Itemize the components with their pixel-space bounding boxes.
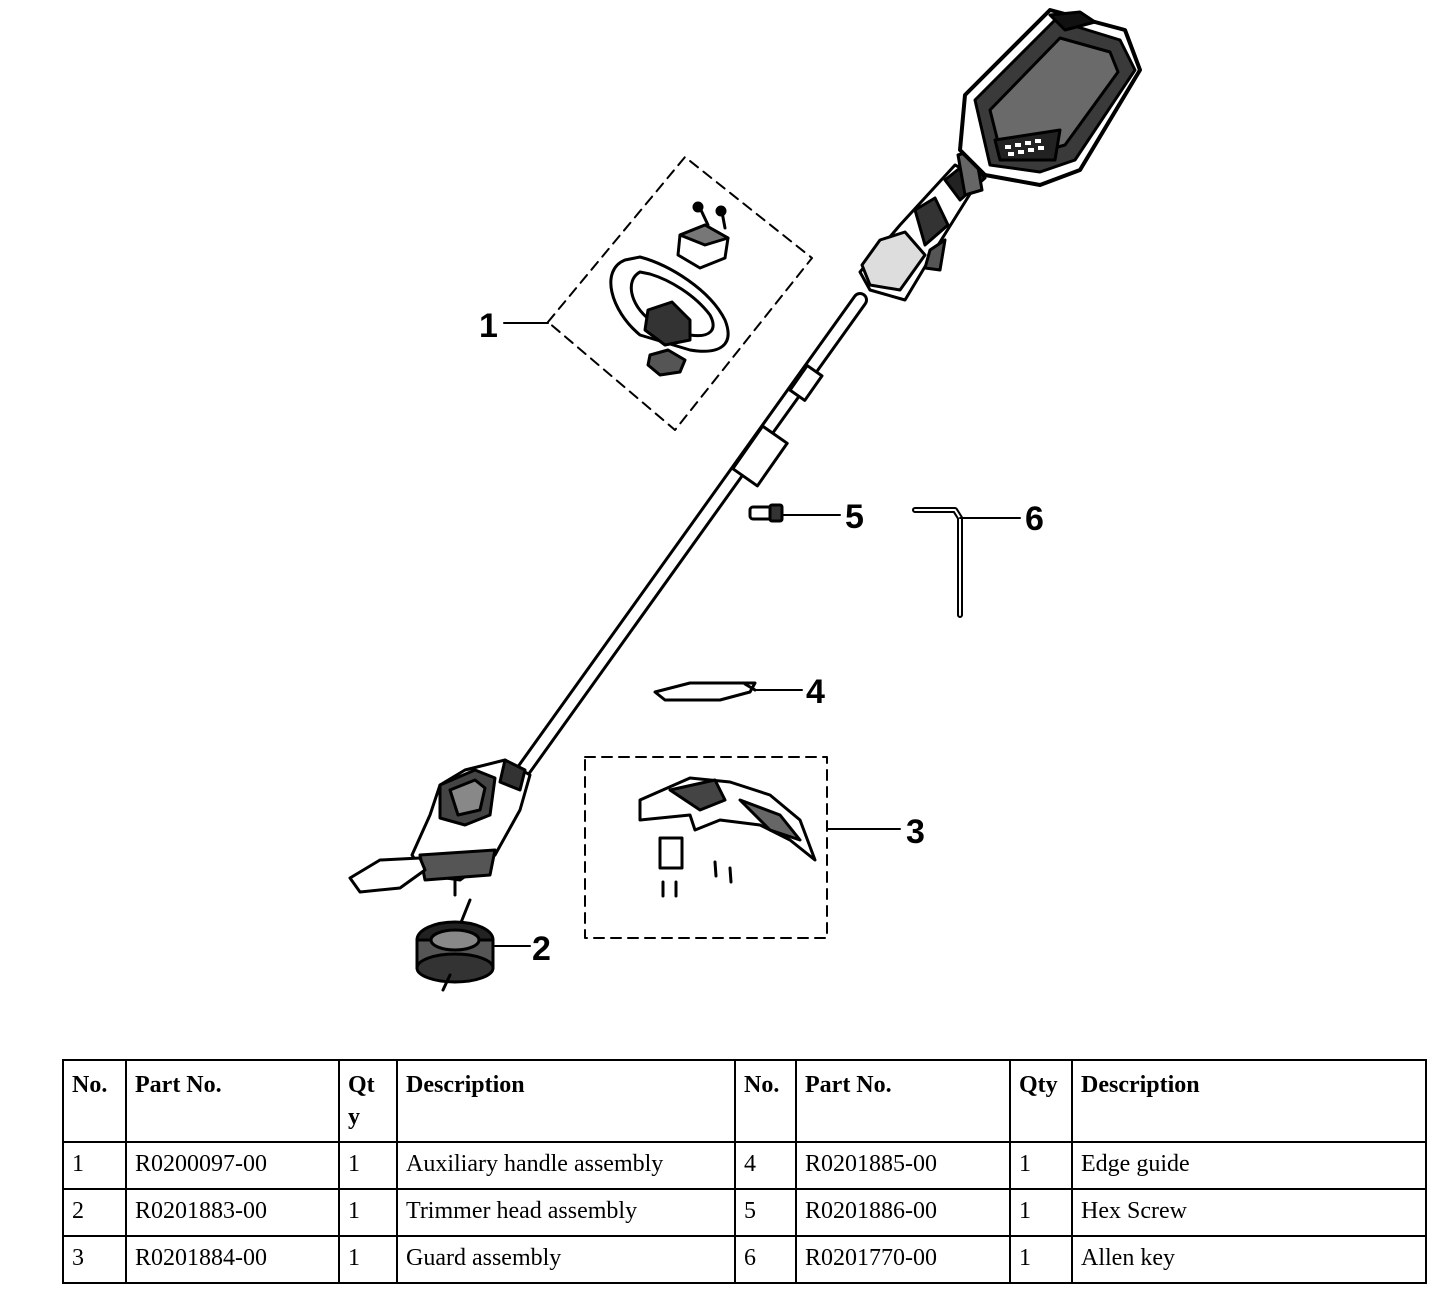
- trimmer-head-group: [415, 898, 495, 992]
- table-cell: Trimmer head assembly: [396, 1188, 736, 1237]
- table-cell: R0201770-00: [795, 1235, 1011, 1284]
- table-cell: 1: [1009, 1141, 1073, 1190]
- header-description: Description: [396, 1059, 736, 1143]
- table-cell: Guard assembly: [396, 1235, 736, 1284]
- table-cell: R0200097-00: [125, 1141, 340, 1190]
- exploded-parts-diagram: 1 2 3 4 5 6: [348, 8, 1142, 992]
- header-part-no: Part No.: [125, 1059, 340, 1143]
- parts-table: No. Part No. Qt y Description No. Part N…: [62, 1059, 1427, 1284]
- table-cell: 2: [62, 1188, 127, 1237]
- guard-assembly-group: [584, 756, 828, 939]
- callout-3: 3: [906, 813, 925, 851]
- callout-1: 1: [479, 307, 498, 345]
- header-qty-2: Qty: [1009, 1059, 1073, 1143]
- callout-2: 2: [532, 930, 551, 968]
- table-cell: Allen key: [1071, 1235, 1427, 1284]
- motor-housing: [348, 758, 532, 897]
- trimmer-shaft: [512, 292, 868, 783]
- table-cell: Auxiliary handle assembly: [396, 1141, 736, 1190]
- callout-6: 6: [1025, 500, 1044, 538]
- main-handle: [858, 148, 987, 302]
- table-cell: 4: [734, 1141, 797, 1190]
- hex-screw-group: [748, 503, 784, 523]
- header-qty: Qt y: [338, 1059, 398, 1143]
- auxiliary-handle-group: [547, 156, 813, 431]
- table-row: 1 R0200097-00 1 Auxiliary handle assembl…: [62, 1141, 1427, 1190]
- table-cell: R0201885-00: [795, 1141, 1011, 1190]
- table-cell: R0201886-00: [795, 1188, 1011, 1237]
- table-cell: 1: [338, 1141, 398, 1190]
- header-part-no-2: Part No.: [795, 1059, 1011, 1143]
- table-row: 3 R0201884-00 1 Guard assembly 6 R020177…: [62, 1235, 1427, 1284]
- header-description-2: Description: [1071, 1059, 1427, 1143]
- leader-lines: [494, 322, 1021, 947]
- table-cell: R0201884-00: [125, 1235, 340, 1284]
- table-cell: Hex Screw: [1071, 1188, 1427, 1237]
- battery-pack: [958, 8, 1142, 187]
- table-cell: 1: [338, 1235, 398, 1284]
- callout-4: 4: [806, 673, 825, 711]
- table-header-row: No. Part No. Qt y Description No. Part N…: [62, 1059, 1427, 1143]
- table-cell: 5: [734, 1188, 797, 1237]
- table-cell: 1: [1009, 1188, 1073, 1237]
- header-no-2: No.: [734, 1059, 797, 1143]
- table-cell: 3: [62, 1235, 127, 1284]
- table-cell: 1: [1009, 1235, 1073, 1284]
- table-cell: 1: [338, 1188, 398, 1237]
- table-row: 2 R0201883-00 1 Trimmer head assembly 5 …: [62, 1188, 1427, 1237]
- table-cell: Edge guide: [1071, 1141, 1427, 1190]
- table-cell: R0201883-00: [125, 1188, 340, 1237]
- header-no: No.: [62, 1059, 127, 1143]
- callout-5: 5: [845, 498, 864, 536]
- edge-guide-group: [653, 681, 757, 702]
- allen-key-group: [912, 507, 963, 618]
- table-cell: 6: [734, 1235, 797, 1284]
- table-cell: 1: [62, 1141, 127, 1190]
